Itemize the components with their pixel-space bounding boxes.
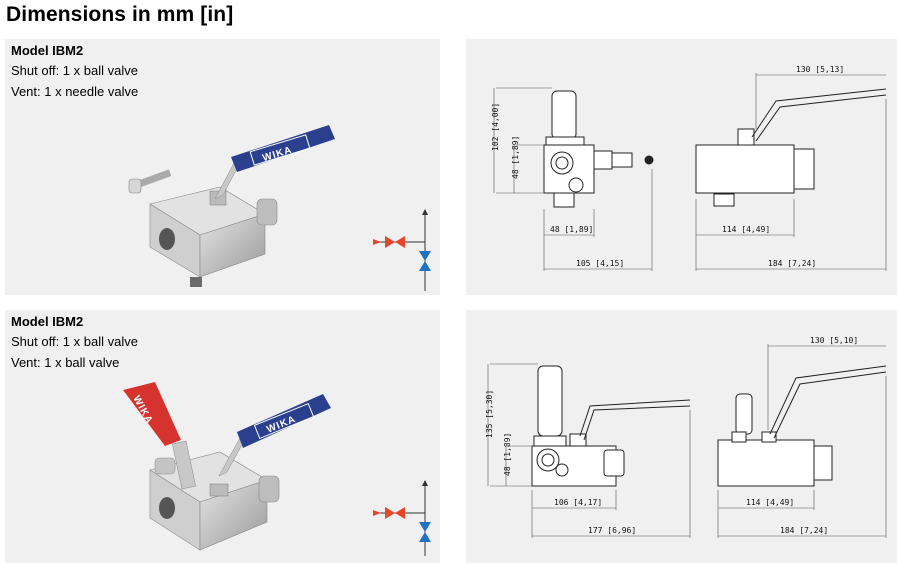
dim-handle-length: 130 [5,10] (810, 336, 858, 345)
dimension-drawing-needle-vent: 102 [4,00] 48 [1,89] 48 [1,89] 105 [4,15… (466, 39, 897, 295)
dim-handle-length: 130 [5,13] (796, 65, 844, 74)
product-panel-needle-vent: Model IBM2 Shut off: 1 x ball valve Vent… (5, 39, 440, 295)
page-title: Dimensions in mm [in] (6, 3, 234, 26)
shut-off-spec: Shut off: 1 x ball valve (11, 334, 138, 349)
vent-spec: Vent: 1 x ball valve (11, 355, 120, 370)
valve-product-image: WIKA WIKA (123, 382, 431, 556)
dim-width-body: 48 [1,89] (550, 225, 593, 234)
technical-drawing: 102 [4,00] 48 [1,89] 48 [1,89] 105 [4,15… (491, 65, 887, 271)
product-panel-ball-vent: Model IBM2 Shut off: 1 x ball valve Vent… (5, 310, 440, 563)
dimension-drawing-ball-vent: 135 [5,30] 48 [1,89] 106 [4,17] 177 [6,9… (466, 310, 897, 563)
dim-height-body: 48 [1,89] (503, 433, 512, 476)
dim-side-total: 184 [7,24] (780, 526, 828, 535)
vent-spec: Vent: 1 x needle valve (11, 84, 139, 99)
model-name: Model IBM2 (11, 314, 84, 329)
shut-off-spec: Shut off: 1 x ball valve (11, 63, 138, 78)
valve-product-image: WIKA (128, 125, 431, 291)
dim-side-total: 184 [7,24] (768, 259, 816, 268)
dim-width-body: 106 [4,17] (554, 498, 602, 507)
dim-side-body: 114 [4,49] (746, 498, 794, 507)
dim-height-total: 135 [5,30] (485, 390, 494, 438)
dim-height-total: 102 [4,00] (491, 103, 500, 151)
dim-width-total: 177 [6,96] (588, 526, 636, 535)
dim-side-body: 114 [4,49] (722, 225, 770, 234)
model-name: Model IBM2 (11, 43, 84, 58)
dim-height-body: 48 [1,89] (511, 136, 520, 179)
technical-drawing: 135 [5,30] 48 [1,89] 106 [4,17] 177 [6,9… (485, 336, 887, 538)
dim-width-total: 105 [4,15] (576, 259, 624, 268)
